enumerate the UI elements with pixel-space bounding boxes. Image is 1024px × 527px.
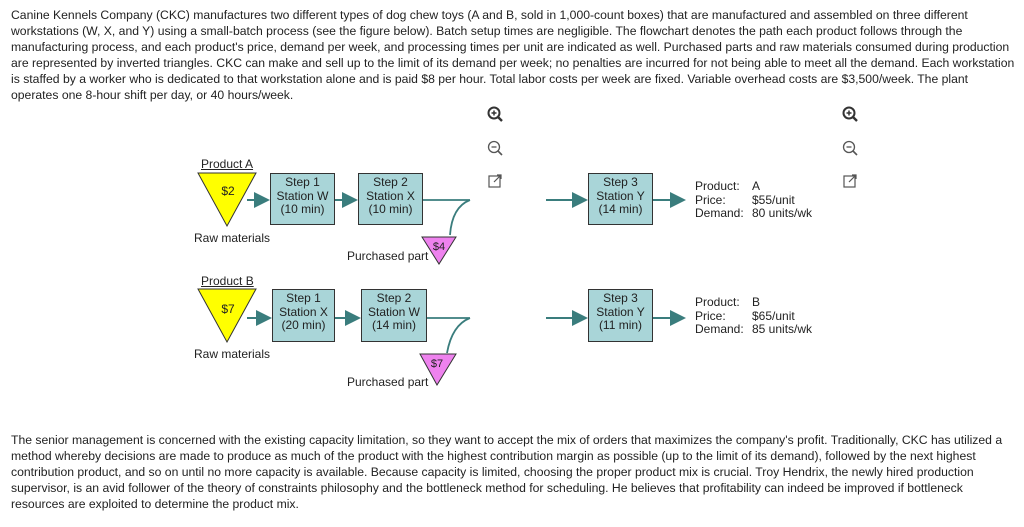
product-b-info: Product: B Price: $65/unit Demand: 85 units…	[695, 295, 813, 337]
product-key: Product:	[695, 295, 740, 309]
step-label: Step 1	[285, 175, 320, 189]
step-label: Step 2	[376, 291, 412, 305]
price-key: Price:	[695, 192, 726, 207]
time-label: (14 min)	[371, 318, 416, 332]
open-external-icon[interactable]	[840, 171, 860, 191]
demand-value: 85 units/wk	[752, 322, 813, 336]
demand-key: Demand:	[695, 322, 744, 336]
station-label: Station X	[366, 188, 415, 203]
purchased-part-label-a: Purchased part	[347, 249, 429, 263]
product-b-title: Product B	[201, 274, 254, 288]
problem-closing-paragraph: The senior management is concerned with …	[11, 433, 1003, 512]
connector-a-step2-out	[423, 199, 471, 236]
price-value: $65/unit	[752, 308, 795, 323]
station-label: Station Y	[596, 304, 645, 319]
time-label: (14 min)	[598, 202, 643, 216]
time-label: (10 min)	[368, 202, 413, 216]
product-key: Product:	[695, 179, 740, 193]
purchased-cost-a: $4	[432, 241, 446, 253]
station-w-step1-a: Step 1 Station W (10 min)	[270, 173, 335, 225]
raw-cost-b: $7	[221, 302, 235, 316]
product-a-title: Product A	[201, 157, 254, 171]
time-label: (10 min)	[280, 202, 325, 216]
step-label: Step 2	[373, 175, 408, 189]
zoom-out-icon[interactable]	[840, 138, 860, 158]
connector-b-step2-out	[427, 317, 471, 354]
step-label: Step 3	[603, 175, 638, 189]
raw-materials-label-a: Raw materials	[194, 231, 271, 245]
zoom-in-icon[interactable]	[840, 104, 860, 124]
zoom-in-icon[interactable]	[485, 104, 505, 124]
product-value: A	[752, 179, 761, 193]
step-label: Step 3	[603, 291, 638, 305]
station-x-step2-a: Step 2 Station X (10 min)	[358, 173, 423, 225]
purchased-part-label-b: Purchased part	[347, 375, 429, 389]
station-label: Station Y	[596, 188, 645, 203]
station-y-step3-b: Step 3 Station Y (11 min)	[588, 289, 653, 342]
time-label: (11 min)	[598, 318, 643, 332]
raw-material-triangle-b	[197, 288, 257, 344]
product-a-info: Product: A Price: $55/unit Demand: 80 units…	[695, 179, 813, 221]
raw-material-triangle-a	[197, 172, 257, 228]
demand-value: 80 units/wk	[752, 206, 813, 220]
purchased-cost-b: $7	[430, 358, 444, 370]
price-key: Price:	[695, 308, 726, 323]
station-x-step1-b: Step 1 Station X (20 min)	[272, 289, 335, 342]
time-label: (20 min)	[281, 318, 326, 332]
station-y-step3-a: Step 3 Station Y (14 min)	[588, 173, 653, 225]
purchased-part-triangle-a	[421, 236, 457, 265]
raw-cost-a: $2	[221, 184, 235, 198]
raw-materials-label-b: Raw materials	[194, 347, 271, 361]
price-value: $55/unit	[752, 192, 795, 207]
step-label: Step 1	[286, 291, 321, 305]
demand-key: Demand:	[695, 206, 744, 220]
product-value: B	[752, 295, 761, 309]
zoom-out-icon[interactable]	[485, 138, 505, 158]
problem-intro-paragraph: Canine Kennels Company (CKC) manufacture…	[11, 8, 1015, 103]
station-w-step2-b: Step 2 Station W (14 min)	[361, 289, 427, 342]
open-external-icon[interactable]	[485, 171, 505, 191]
station-label: Station X	[279, 304, 328, 319]
station-label: Station W	[367, 304, 421, 319]
purchased-part-triangle-b	[419, 353, 457, 386]
station-label: Station W	[276, 188, 329, 203]
